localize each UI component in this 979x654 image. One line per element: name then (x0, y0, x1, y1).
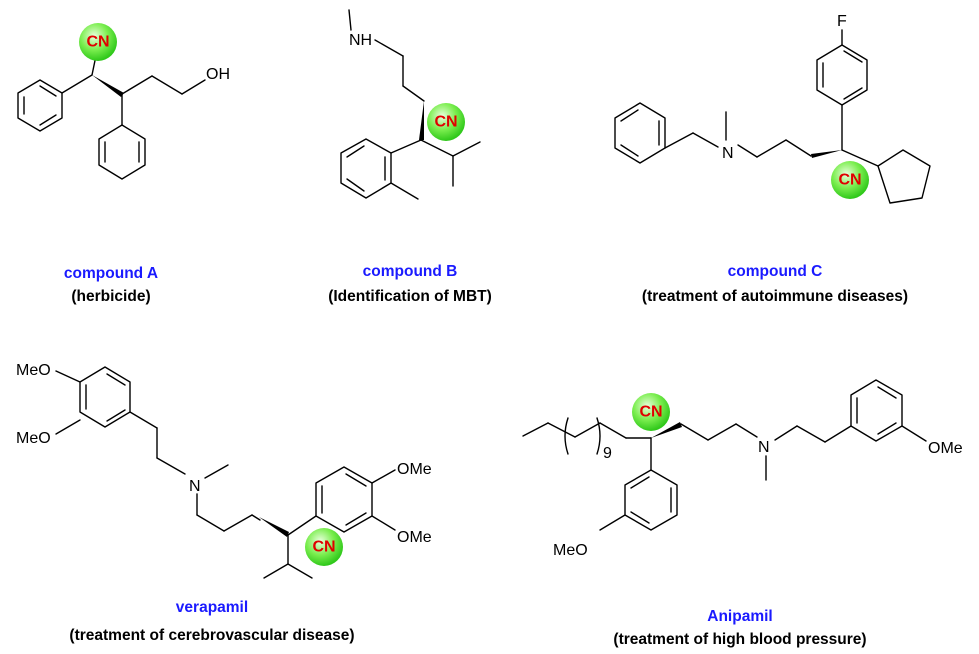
anipamil-cn-label: CN (639, 404, 662, 421)
verapamil-meo-label-2: MeO (16, 430, 51, 447)
compound-c-name: compound C (728, 263, 823, 280)
compound-c-f-label: F (837, 13, 847, 30)
anipamil-bracket-right (596, 417, 601, 455)
compound-a-name: compound A (64, 265, 158, 282)
compound-a-wedge-bond (92, 75, 124, 97)
compound-c-wedge-bond (811, 150, 842, 158)
anipamil-methoxyphenyl-ring-2 (624, 469, 678, 531)
compound-c-structure: F N CN (614, 13, 931, 204)
verapamil-wedge-bond (259, 517, 289, 537)
compound-c-n-label: N (722, 145, 734, 162)
anipamil-n-label: N (758, 439, 770, 456)
verapamil-structure: MeO MeO N OMe OMe CN (16, 362, 432, 579)
compound-c-cn-highlight (831, 161, 869, 199)
anipamil-bracket-left (564, 417, 569, 455)
verapamil-n-label: N (189, 478, 201, 495)
anipamil-structure: 9 N OMe MeO CN (522, 379, 963, 559)
anipamil-ome-label: OMe (928, 440, 963, 457)
compound-b-structure: NH CN (340, 9, 481, 200)
compound-c-cyclopentyl-ring (877, 149, 931, 204)
anipamil-description: (treatment of high blood pressure) (613, 631, 866, 648)
compound-b-cn-highlight (427, 103, 465, 141)
compound-a-description: (herbicide) (71, 288, 150, 305)
compound-c-description: (treatment of autoimmune diseases) (642, 288, 908, 305)
compound-c-fluorophenyl-ring (816, 44, 868, 106)
verapamil-name: verapamil (176, 599, 248, 616)
compound-a-cn-highlight (79, 23, 117, 61)
anipamil-repeat-subscript: 9 (603, 445, 612, 462)
compound-b-name: compound B (363, 263, 458, 280)
anipamil-wedge-bond (651, 422, 682, 438)
anipamil-methoxyphenyl-ring-1 (850, 379, 903, 442)
compound-b-description: (Identification of MBT) (328, 288, 492, 305)
verapamil-ome-label-1: OMe (397, 461, 432, 478)
verapamil-dimethoxyphenyl-ring-1 (79, 366, 131, 428)
verapamil-ome-label-2: OMe (397, 529, 432, 546)
anipamil-cn-highlight (632, 393, 670, 431)
anipamil-name: Anipamil (707, 608, 772, 625)
verapamil-dimethoxyphenyl-ring-2 (315, 466, 373, 533)
compound-a-phenyl-ring-2 (98, 124, 146, 180)
compound-b-nh-label: NH (349, 32, 372, 49)
compound-b-wedge-bond (419, 101, 424, 140)
compound-a-oh-label: OH (206, 66, 230, 83)
compound-c-cn-label: CN (838, 172, 861, 189)
compound-b-cn-label: CN (434, 114, 457, 131)
compound-a-cn-label: CN (86, 34, 109, 51)
compound-a-structure: CN OH (17, 23, 230, 180)
verapamil-cn-highlight (305, 528, 343, 566)
verapamil-cn-label: CN (312, 539, 335, 556)
anipamil-meo-label: MeO (553, 542, 588, 559)
verapamil-meo-label-1: MeO (16, 362, 51, 379)
compound-b-tolyl-ring (340, 138, 392, 199)
verapamil-description: (treatment of cerebrovascular disease) (69, 627, 354, 644)
compound-c-benzyl-ring (614, 102, 666, 164)
